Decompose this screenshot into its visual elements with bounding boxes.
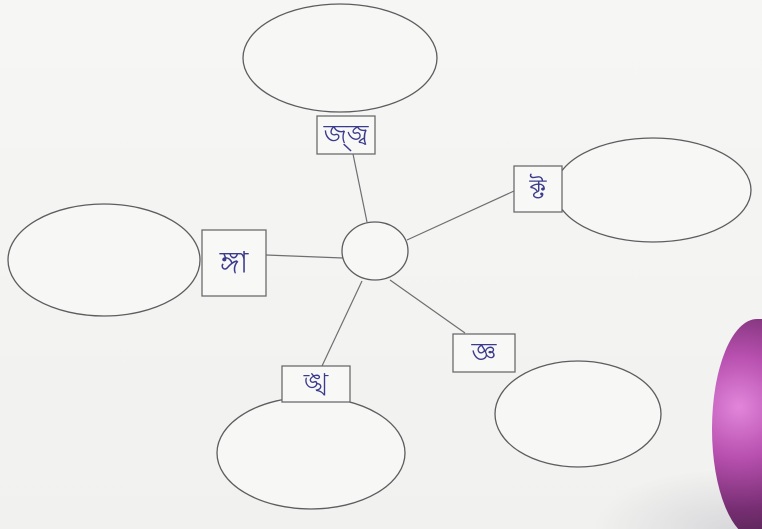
answer-oval-bottom-right[interactable] (494, 360, 662, 468)
connector-bottom-left (321, 280, 363, 367)
center-hub-circle[interactable] (341, 221, 409, 281)
connector-bottom-right (389, 279, 466, 334)
label-text-bottom-right: জ্ঞ (471, 338, 498, 368)
label-text-right: ক্ট (529, 173, 548, 206)
label-box-left: ঙ্গা (201, 229, 267, 297)
label-text-top: জ্জ্ব (323, 120, 369, 151)
answer-oval-top[interactable] (242, 3, 438, 113)
label-box-right: ক্ট (513, 165, 563, 213)
answer-oval-left[interactable] (7, 203, 201, 317)
connector-top (352, 153, 368, 223)
label-text-bottom-left: ঙ্খ (303, 369, 329, 399)
label-box-bottom-left: ঙ্খ (281, 365, 351, 403)
label-box-bottom-right: জ্ঞ (452, 333, 516, 373)
label-text-left: ঙ্গা (219, 246, 250, 281)
answer-oval-bottom-left[interactable] (216, 396, 406, 510)
label-box-top: জ্জ্ব (316, 115, 376, 155)
answer-oval-right[interactable] (554, 137, 752, 243)
connector-right (406, 190, 515, 241)
connector-left (265, 254, 344, 259)
